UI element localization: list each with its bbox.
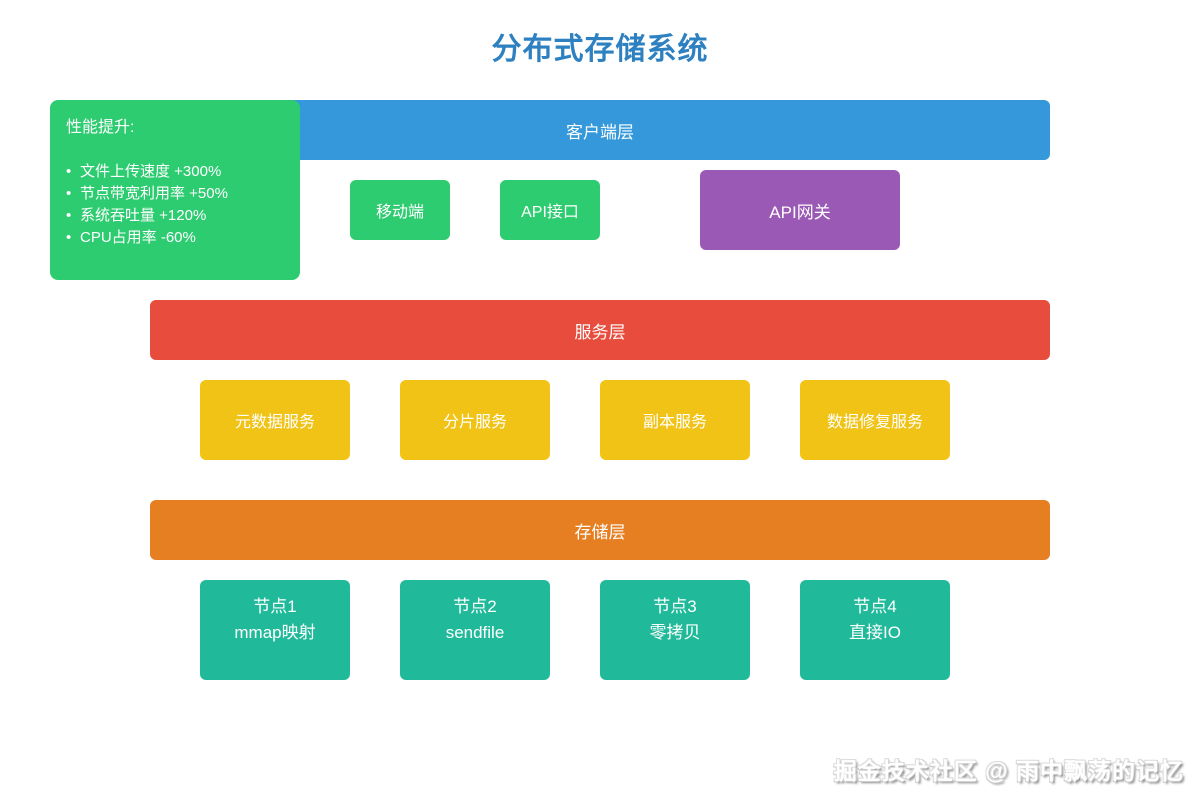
node-shard-service-label: 分片服务 xyxy=(442,414,507,431)
layer-bar-service: 服务层 xyxy=(150,300,1050,360)
node-storage-3-subtitle: 零拷贝 xyxy=(649,623,701,642)
node-storage-1: 节点1 mmap映射 xyxy=(200,580,350,680)
node-mobile-client: 移动端 xyxy=(350,180,450,240)
node-replica-service: 副本服务 xyxy=(600,380,750,460)
node-storage-1-subtitle: mmap映射 xyxy=(234,623,316,642)
node-api-gateway-label: API网关 xyxy=(769,202,831,222)
node-shard-service: 分片服务 xyxy=(400,380,550,460)
node-storage-3: 节点3 零拷贝 xyxy=(600,580,750,680)
performance-item: 节点带宽利用率 +50% xyxy=(66,183,284,205)
node-mobile-client-label: 移动端 xyxy=(375,204,424,221)
node-repair-service-label: 数据修复服务 xyxy=(826,414,923,431)
layer-bar-client: 客户端层 xyxy=(150,100,1050,160)
node-storage-2-subtitle: sendfile xyxy=(445,623,505,642)
node-metadata-service-label: 元数据服务 xyxy=(234,414,315,431)
node-storage-2-title: 节点2 xyxy=(453,597,497,616)
node-storage-3-title: 节点3 xyxy=(653,597,697,616)
layer-client-label: 客户端层 xyxy=(566,122,634,142)
node-storage-4: 节点4 直接IO xyxy=(800,580,950,680)
node-repair-service: 数据修复服务 xyxy=(800,380,950,460)
node-storage-4-title: 节点4 xyxy=(853,597,897,616)
node-storage-2: 节点2 sendfile xyxy=(400,580,550,680)
performance-item: 系统吞吐量 +120% xyxy=(66,205,284,227)
layer-bar-storage: 存储层 xyxy=(150,500,1050,560)
performance-item: 文件上传速度 +300% xyxy=(66,161,284,183)
node-storage-4-subtitle: 直接IO xyxy=(849,623,901,642)
performance-panel: 性能提升: 文件上传速度 +300% 节点带宽利用率 +50% 系统吞吐量 +1… xyxy=(50,100,300,280)
performance-list: 文件上传速度 +300% 节点带宽利用率 +50% 系统吞吐量 +120% CP… xyxy=(66,161,284,249)
node-metadata-service: 元数据服务 xyxy=(200,380,350,460)
page-title: 分布式存储系统 xyxy=(491,33,709,66)
layer-service-label: 服务层 xyxy=(574,322,626,342)
node-api-gateway: API网关 xyxy=(700,170,900,250)
watermark: 掘金技术社区 @ 雨中飘荡的记忆 xyxy=(833,758,1184,784)
node-api-interface-label: API接口 xyxy=(521,204,579,221)
performance-panel-title: 性能提升: xyxy=(66,119,135,136)
performance-item: CPU占用率 -60% xyxy=(66,227,284,249)
node-replica-service-label: 副本服务 xyxy=(642,414,707,431)
layer-storage-label: 存储层 xyxy=(574,522,626,542)
node-storage-1-title: 节点1 xyxy=(253,597,297,616)
node-api-interface: API接口 xyxy=(500,180,600,240)
